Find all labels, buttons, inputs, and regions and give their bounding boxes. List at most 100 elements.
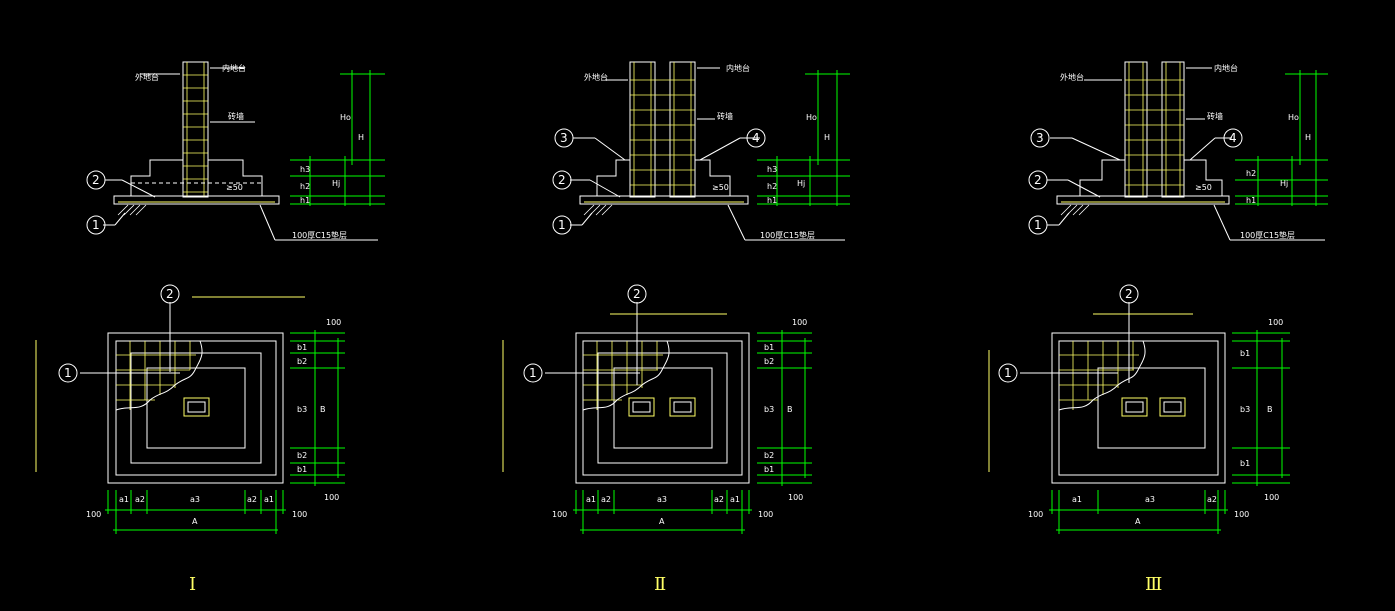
callout-1: 1 — [1004, 366, 1012, 380]
dim-A: A — [192, 517, 198, 526]
callout-1: 1 — [64, 366, 72, 380]
dim-B: B — [787, 405, 793, 414]
dim-a1: a1 — [264, 495, 274, 504]
label-inner-ground: 内地台 — [726, 63, 750, 73]
dim-b1: b1 — [1240, 349, 1250, 358]
dim-100: 100 — [792, 318, 807, 327]
label-inner-ground: 内地台 — [222, 63, 246, 73]
dim-100: 100 — [1264, 493, 1279, 502]
dim-h: H — [358, 133, 364, 142]
label-wall: 砖墙 — [717, 111, 733, 121]
figure-1-title: Ⅰ — [189, 574, 196, 595]
callout-2: 2 — [558, 173, 566, 187]
dim-a2: a2 — [135, 495, 145, 504]
dim-100: 100 — [758, 510, 773, 519]
label-min50: ≥50 — [226, 183, 243, 192]
dim-h1: h1 — [300, 196, 310, 205]
dim-h2: h2 — [1246, 169, 1256, 178]
figure-2-section — [552, 61, 850, 241]
dim-a1: a1 — [119, 495, 129, 504]
figure-1-section — [86, 61, 385, 241]
callout-1: 1 — [558, 218, 566, 232]
dim-b2: b2 — [764, 451, 774, 460]
dim-b3: b3 — [1240, 405, 1250, 414]
dim-b1: b1 — [1240, 459, 1250, 468]
dim-a1: a1 — [1072, 495, 1082, 504]
dim-h1: h1 — [1246, 196, 1256, 205]
dim-100: 100 — [788, 493, 803, 502]
label-min50: ≥50 — [1195, 183, 1212, 192]
dim-hj: Hj — [332, 179, 340, 188]
dim-a3: a3 — [1145, 495, 1155, 504]
figure-3-section — [1028, 61, 1328, 241]
dim-b2: b2 — [764, 357, 774, 366]
label-wall: 砖墙 — [1207, 111, 1223, 121]
callout-2: 2 — [166, 287, 174, 301]
dim-A: A — [659, 517, 665, 526]
dim-b2: b2 — [297, 451, 307, 460]
dim-b3: b3 — [764, 405, 774, 414]
dim-hj: Hj — [797, 179, 805, 188]
dim-a3: a3 — [657, 495, 667, 504]
label-outer-ground: 外地台 — [135, 72, 159, 82]
label-outer-ground: 外地台 — [1060, 72, 1084, 82]
dim-h0: Ho — [340, 113, 351, 122]
dim-a2: a2 — [1207, 495, 1217, 504]
dim-100: 100 — [1268, 318, 1283, 327]
dim-a3: a3 — [190, 495, 200, 504]
label-cushion: 100厚C15垫层 — [760, 230, 815, 240]
callout-4: 4 — [752, 131, 760, 145]
callout-2: 2 — [633, 287, 641, 301]
dim-hj: Hj — [1280, 179, 1288, 188]
dim-h0: Ho — [806, 113, 817, 122]
dim-B: B — [1267, 405, 1273, 414]
dim-h3: h3 — [767, 165, 777, 174]
dim-100: 100 — [1028, 510, 1043, 519]
dim-100: 100 — [326, 318, 341, 327]
dim-h1: h1 — [767, 196, 777, 205]
label-cushion: 100厚C15垫层 — [292, 230, 347, 240]
label-outer-ground: 外地台 — [584, 72, 608, 82]
dim-h3: h3 — [300, 165, 310, 174]
dim-A: A — [1135, 517, 1141, 526]
dim-b2: b2 — [297, 357, 307, 366]
dim-100: 100 — [86, 510, 101, 519]
label-wall: 砖墙 — [228, 111, 244, 121]
callout-2: 2 — [1125, 287, 1133, 301]
dim-b1: b1 — [297, 343, 307, 352]
callout-1: 1 — [92, 218, 100, 232]
figure-2-title: Ⅱ — [654, 574, 666, 595]
dim-b1: b1 — [297, 465, 307, 474]
callout-2: 2 — [92, 173, 100, 187]
callout-1: 1 — [529, 366, 537, 380]
callout-4: 4 — [1229, 131, 1237, 145]
callout-3: 3 — [1036, 131, 1044, 145]
dim-100: 100 — [1234, 510, 1249, 519]
dim-b3: b3 — [297, 405, 307, 414]
dim-a1: a1 — [730, 495, 740, 504]
dim-a2: a2 — [601, 495, 611, 504]
callout-3: 3 — [560, 131, 568, 145]
dim-B: B — [320, 405, 326, 414]
dim-h: H — [1305, 133, 1311, 142]
dim-a1: a1 — [586, 495, 596, 504]
dim-100: 100 — [552, 510, 567, 519]
label-cushion: 100厚C15垫层 — [1240, 230, 1295, 240]
dim-h0: Ho — [1288, 113, 1299, 122]
figure-3-plan — [988, 284, 1290, 534]
dim-h2: h2 — [300, 182, 310, 191]
dim-h2: h2 — [767, 182, 777, 191]
figure-3-title: Ⅲ — [1145, 574, 1162, 595]
figure-1-plan — [35, 284, 345, 534]
callout-2: 2 — [1034, 173, 1042, 187]
dim-100: 100 — [292, 510, 307, 519]
dim-a2: a2 — [714, 495, 724, 504]
dim-b1: b1 — [764, 465, 774, 474]
dim-a2: a2 — [247, 495, 257, 504]
dim-b1: b1 — [764, 343, 774, 352]
figure-2-plan — [502, 284, 812, 534]
label-min50: ≥50 — [712, 183, 729, 192]
dim-h: H — [824, 133, 830, 142]
dim-100: 100 — [324, 493, 339, 502]
callout-1: 1 — [1034, 218, 1042, 232]
